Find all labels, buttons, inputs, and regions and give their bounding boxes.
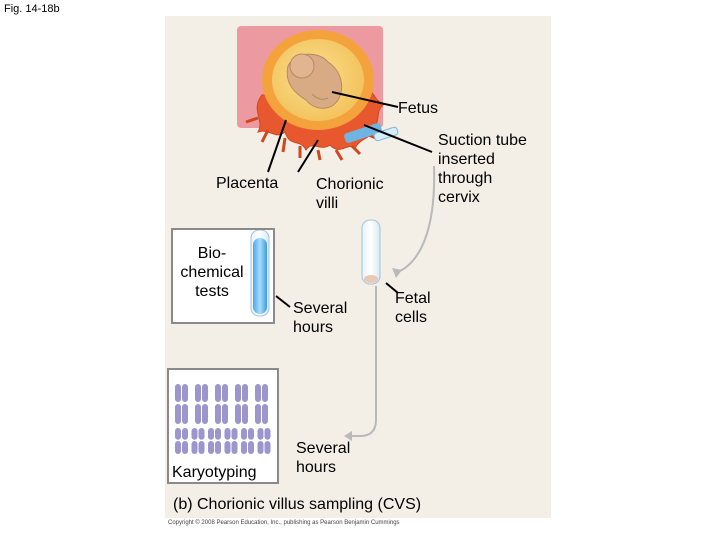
chromosome	[255, 384, 261, 402]
pointer-lines	[267, 91, 433, 308]
chromosome	[222, 404, 228, 424]
label-placenta: Placenta	[216, 175, 279, 192]
chromosome	[182, 428, 188, 440]
label-several-hours-2: Several hours	[296, 440, 351, 476]
chromosome	[182, 384, 188, 402]
chromosome	[202, 384, 208, 402]
chromosome	[175, 384, 181, 402]
chromosome	[242, 404, 248, 424]
chromosome	[255, 404, 261, 424]
chromosome	[202, 404, 208, 424]
chromosome	[198, 428, 205, 440]
chromosome	[215, 428, 221, 440]
chromosome	[198, 441, 205, 454]
label-biochemical-tests: Bio- chemical tests	[180, 245, 244, 300]
label-fetal-cells: Fetal cells	[395, 290, 431, 326]
chromosome	[208, 441, 214, 454]
fetus-drawing	[286, 53, 343, 109]
chromosome	[182, 404, 188, 424]
chromosome	[224, 441, 231, 454]
chromosome	[215, 404, 221, 424]
chromosome	[248, 441, 254, 454]
karyotype-chromosomes	[175, 384, 271, 454]
chromosome	[182, 441, 188, 454]
chromosome	[264, 441, 271, 454]
flow-arrows	[344, 165, 436, 441]
copyright-notice: Copyright © 2008 Pearson Education, Inc.…	[168, 520, 400, 526]
chromosome	[257, 428, 264, 440]
chromosome	[242, 384, 248, 402]
chromosome	[241, 441, 247, 454]
chromosome	[191, 428, 198, 440]
chromosome	[248, 428, 254, 440]
label-chorionic-villi: Chorionic villi	[316, 176, 384, 212]
biochemical-tests-box	[171, 228, 275, 324]
chromosome	[195, 384, 201, 402]
chromosome	[215, 384, 221, 402]
chromosome	[215, 441, 221, 454]
chromosome	[224, 428, 231, 440]
label-fetus: Fetus	[398, 100, 439, 117]
label-karyotyping: Karyotyping	[172, 464, 257, 481]
chromosome	[262, 384, 268, 402]
biochemical-test-tube	[250, 230, 270, 317]
chromosome	[175, 428, 181, 440]
chromosome	[231, 428, 238, 440]
label-suction-tube: Suction tube inserted through cervix	[438, 132, 527, 206]
chromosome	[235, 404, 241, 424]
chromosome	[208, 428, 214, 440]
chromosome	[222, 384, 228, 402]
chromosome	[191, 441, 198, 454]
chromosome	[195, 404, 201, 424]
chromosome	[257, 441, 264, 454]
chromosome	[262, 404, 268, 424]
chromosome	[175, 441, 181, 454]
karyotyping-box	[167, 368, 279, 484]
chromosome	[241, 428, 247, 440]
chromosome	[264, 428, 271, 440]
fetal-cells-tube	[361, 219, 381, 285]
figure-caption: (b) Chorionic villus sampling (CVS)	[173, 496, 422, 513]
chromosome	[235, 384, 241, 402]
figure-id: Fig. 14-18b	[4, 3, 60, 15]
label-several-hours-1: Several hours	[293, 300, 348, 336]
chromosome	[175, 404, 181, 424]
chromosome	[231, 441, 238, 454]
